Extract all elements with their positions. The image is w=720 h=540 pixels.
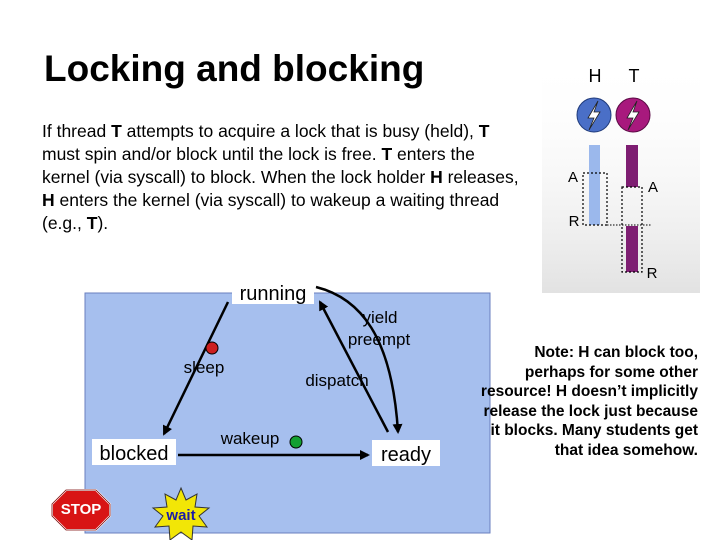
dispatch-label: dispatch xyxy=(305,371,368,390)
ready-label: ready xyxy=(381,444,431,466)
t-acquire-label: A xyxy=(648,179,658,196)
stop-sign-icon: STOP xyxy=(51,489,111,531)
thread-t-ref: T xyxy=(86,213,98,233)
h-release-label: R xyxy=(569,213,580,230)
note-text-run: doesn’t implicitly release the lock just… xyxy=(483,383,698,459)
t-release-label: R xyxy=(647,265,658,282)
sleep-arrow xyxy=(162,301,230,436)
h-acquire-label: A xyxy=(568,169,578,186)
wakeup-dot xyxy=(289,435,303,449)
stop-sign-label: STOP xyxy=(61,501,102,518)
thread-h-ref: H xyxy=(578,344,590,361)
thread-t-ref: T xyxy=(111,121,122,141)
thread-t-timeline-top xyxy=(626,145,638,187)
thread-t-timeline-bottom xyxy=(626,226,638,272)
note-text-run: can block too, perhaps for some other re… xyxy=(480,344,698,400)
body-text-run: If thread xyxy=(42,121,112,141)
sleep-label: sleep xyxy=(184,358,225,377)
dispatch-arrow xyxy=(318,300,390,433)
h-lock-hold-region xyxy=(582,172,608,226)
thread-t-ref: T xyxy=(478,121,490,141)
thread-t-heading: T xyxy=(629,66,640,86)
state-diagram-panel xyxy=(84,292,491,534)
wait-sign-icon: wait xyxy=(151,486,211,540)
ready-state xyxy=(372,440,440,466)
thread-h-icon xyxy=(576,97,612,133)
slide-title: Locking and blocking xyxy=(44,48,425,89)
blocked-label: blocked xyxy=(100,443,169,465)
body-text-run: enters the kernel (via syscall) to block… xyxy=(42,144,475,187)
thread-h-timeline xyxy=(589,145,600,225)
thread-t-ref: T xyxy=(381,144,393,164)
t-lock-wait-region xyxy=(621,186,643,273)
blocked-state xyxy=(92,439,176,465)
lock-figure-background xyxy=(542,55,700,293)
wait-sign-label: wait xyxy=(165,507,195,524)
wait-burst xyxy=(151,486,211,540)
body-text-run: enters the kernel (via syscall) to wakeu… xyxy=(42,190,500,233)
running-label: running xyxy=(240,283,307,305)
note-text-run: : xyxy=(568,344,579,361)
body-text-run: ). xyxy=(97,213,109,233)
thread-h-ref: H xyxy=(430,167,443,187)
lock-figure: H T A A R R xyxy=(542,55,700,293)
thread-h-ref: H xyxy=(555,383,568,400)
thread-h-heading: H xyxy=(589,66,602,86)
note-label: Note xyxy=(534,344,569,361)
thread-t-icon xyxy=(615,97,651,133)
body-text-run: attempts to acquire a lock that is busy … xyxy=(121,121,479,141)
wakeup-label: wakeup xyxy=(220,429,280,448)
running-state xyxy=(232,280,314,304)
body-text-run: releases, xyxy=(442,167,519,187)
preempt-label: preempt xyxy=(348,330,411,349)
body-paragraph: If thread T attempts to acquire a lock t… xyxy=(42,120,522,235)
thread-h-ref: H xyxy=(42,190,55,210)
yield-preempt-arrow xyxy=(315,285,403,434)
note-paragraph: Note: H can block too, perhaps for some … xyxy=(480,343,698,460)
yield-label: yield xyxy=(363,308,398,327)
body-text-run: must spin and/or block until the lock is… xyxy=(42,144,382,164)
sleep-dot xyxy=(205,341,219,355)
